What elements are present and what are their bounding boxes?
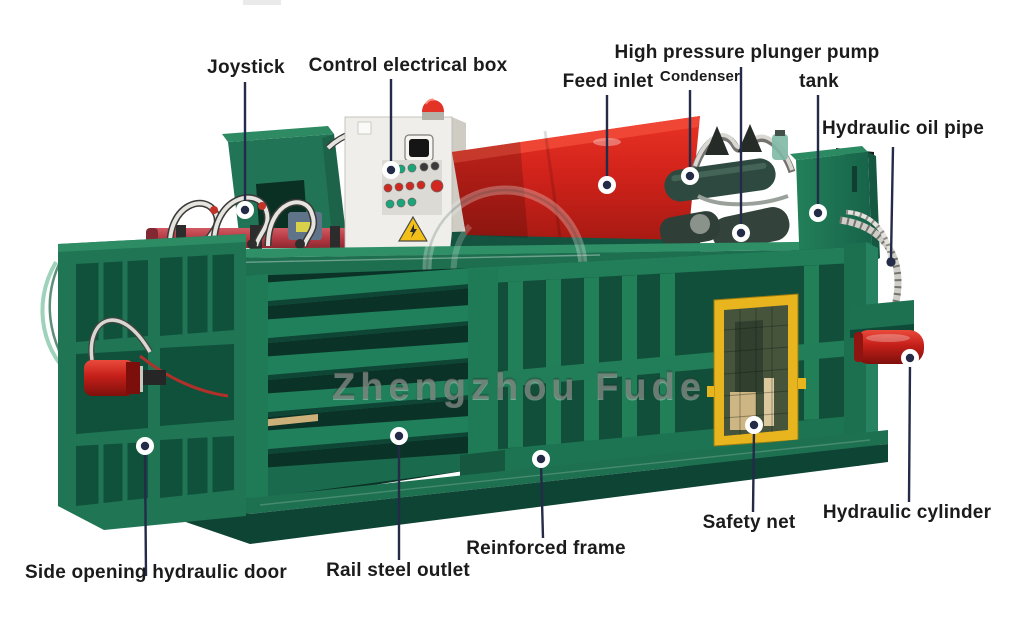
callout-dot-tank xyxy=(809,204,827,222)
alarm-beacon xyxy=(422,98,444,120)
door-cylinder xyxy=(84,317,229,398)
callout-dot-high-pressure-plunger-pump xyxy=(732,224,750,242)
base-skid xyxy=(98,430,888,544)
callout-label-hydraulic-oil-pipe: Hydraulic oil pipe xyxy=(822,118,984,139)
callout-label-condenser: Condenser xyxy=(659,68,741,85)
callout-dot-condenser xyxy=(681,167,699,185)
callout-label-reinforced-frame: Reinforced frame xyxy=(466,538,626,559)
callout-dot-control-electrical-box xyxy=(382,161,400,179)
ejector-cylinder xyxy=(850,300,924,364)
callout-label-hydraulic-cylinder: Hydraulic cylinder xyxy=(822,502,992,523)
callout-dot-reinforced-frame xyxy=(532,450,550,468)
callout-dot-hydraulic-oil-pipe xyxy=(886,257,896,267)
callout-label-joystick: Joystick xyxy=(207,57,285,78)
callout-label-tank: tank xyxy=(799,71,839,92)
leader-line-safety-net xyxy=(751,429,756,513)
watermark-text: Zhengzhou Fude xyxy=(332,366,706,408)
callout-dot-safety-net xyxy=(745,416,763,434)
callout-dot-hydraulic-cylinder xyxy=(901,349,919,367)
callout-label-control-electrical-box: Control electrical box xyxy=(308,55,508,76)
top-sliver xyxy=(243,0,281,5)
control-buttons xyxy=(383,161,444,209)
leader-line-hydraulic-oil-pipe xyxy=(889,146,895,259)
side-door-frame xyxy=(40,234,246,530)
callout-label-rail-steel-outlet: Rail steel outlet xyxy=(326,560,470,581)
callout-dot-joystick xyxy=(236,201,254,219)
callout-label-high-pressure-plunger-pump: High pressure plunger pump xyxy=(614,42,880,63)
leader-line-reinforced-frame xyxy=(539,463,545,539)
callout-label-side-opening-hydraulic-door: Side opening hydraulic door xyxy=(25,562,287,583)
callout-label-feed-inlet: Feed inlet xyxy=(562,71,654,92)
leader-line-side-opening-hydraulic-door xyxy=(143,450,148,577)
callout-dot-side-opening-hydraulic-door xyxy=(136,437,154,455)
warning-triangle-icon xyxy=(397,215,429,242)
bale-chamber xyxy=(245,268,470,506)
leader-line-hydraulic-cylinder xyxy=(907,362,912,503)
callout-dot-rail-steel-outlet xyxy=(390,427,408,445)
callout-dot-feed-inlet xyxy=(598,176,616,194)
callout-label-safety-net: Safety net xyxy=(702,512,796,533)
